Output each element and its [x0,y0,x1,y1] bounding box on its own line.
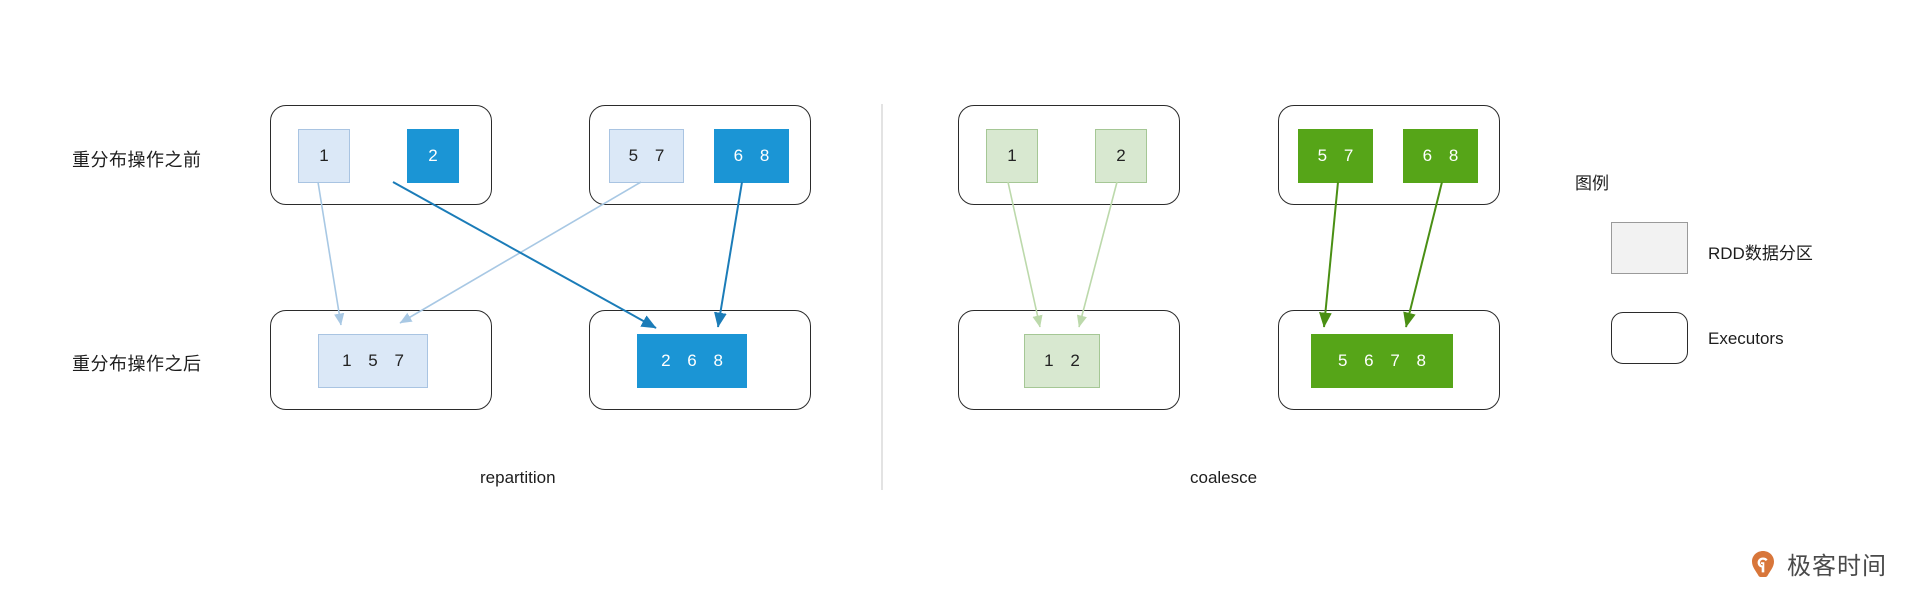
section-divider [881,104,883,490]
legend-label-rdd-partition: RDD数据分区 [1708,244,1813,263]
partition-chip[interactable]: 1 [986,129,1038,183]
legend-label-executors: Executors [1708,329,1784,348]
partition-chip[interactable]: 5 7 [1298,129,1373,183]
partition-chip[interactable]: 2 6 8 [637,334,747,388]
legend-swatch-executors [1611,312,1688,364]
partition-chip[interactable]: 5 7 [609,129,684,183]
partition-chip[interactable]: 5 6 7 8 [1311,334,1453,388]
executor-coalesce-bottom-2[interactable]: 5 6 7 8 [1278,310,1500,410]
partition-chip[interactable]: 1 5 7 [318,334,428,388]
partition-chip[interactable]: 6 8 [714,129,789,183]
executor-coalesce-top-2[interactable]: 5 7 6 8 [1278,105,1500,205]
executor-repartition-top-2[interactable]: 5 7 6 8 [589,105,811,205]
partition-chip[interactable]: 1 [298,129,350,183]
partition-chip[interactable]: 2 [1095,129,1147,183]
watermark: 极客时间 [1748,546,1887,581]
partition-chip[interactable]: 6 8 [1403,129,1478,183]
partition-chip[interactable]: 1 2 [1024,334,1100,388]
watermark-text: 极客时间 [1787,552,1887,580]
legend-swatch-rdd-partition [1611,222,1688,274]
partition-chip[interactable]: 2 [407,129,459,183]
caption-repartition: repartition [480,468,556,487]
executor-repartition-bottom-2[interactable]: 2 6 8 [589,310,811,410]
executor-coalesce-bottom-1[interactable]: 1 2 [958,310,1180,410]
row-label-after: 重分布操作之后 [72,354,202,374]
row-label-before: 重分布操作之前 [72,150,202,170]
legend-title: 图例 [1575,174,1609,193]
caption-coalesce: coalesce [1190,468,1258,487]
executor-coalesce-top-1[interactable]: 1 2 [958,105,1180,205]
geekbang-logo-icon [1748,549,1778,579]
executor-repartition-bottom-1[interactable]: 1 5 7 [270,310,492,410]
executor-repartition-top-1[interactable]: 1 2 [270,105,492,205]
